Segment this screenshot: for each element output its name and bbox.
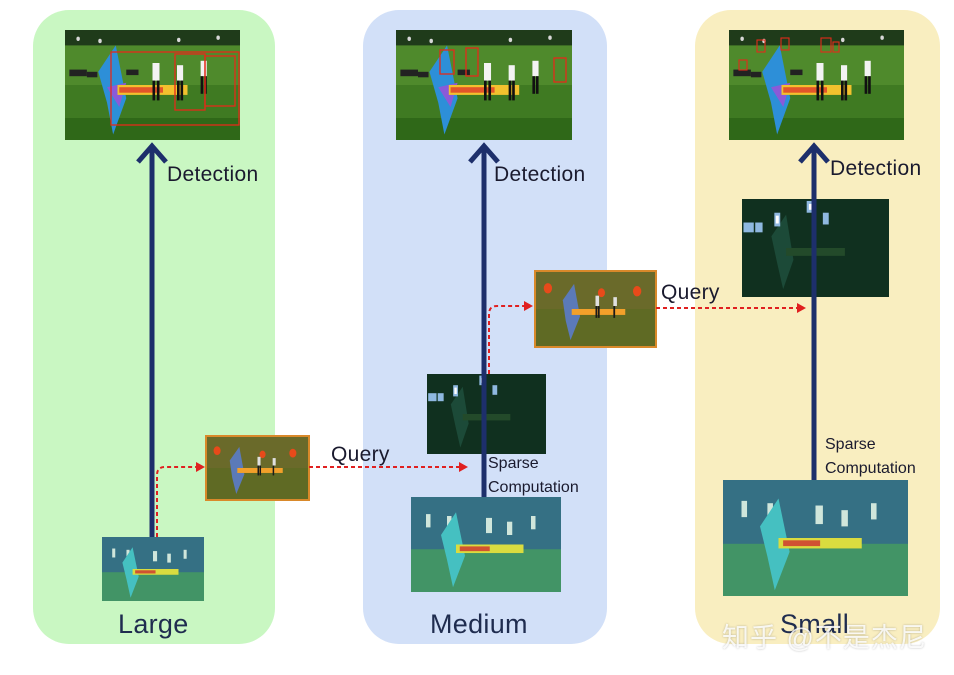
dashed-arrow-icon [156,462,205,537]
sparse-line-1: Sparse [825,436,876,453]
sparse-line-2: Computation [488,479,579,496]
up-arrow-icon [468,142,500,497]
large-scale-label: Large [118,609,189,639]
query-label-medium-to-small: Query [661,281,720,304]
sparse-line-2: Computation [825,460,916,477]
medium-scale-label: Medium [430,609,528,639]
medium-detection-label: Detection [494,163,586,186]
small-sparse-computation-label: Sparse Computation [825,433,916,481]
up-arrow-icon [136,142,168,537]
sparse-line-1: Sparse [488,455,539,472]
large-detection-result-image [65,30,240,140]
medium-detection-result-image [396,30,572,140]
dashed-arrow-icon [488,301,533,374]
small-detection-result-image [729,30,904,140]
up-arrow-icon [798,142,830,480]
small-detection-label: Detection [830,157,922,180]
medium-sparse-computation-label: Sparse Computation [488,452,579,500]
query-label-large-to-medium: Query [331,443,390,466]
small-scale-label: Small [780,609,850,639]
large-detection-label: Detection [167,163,259,186]
watermark: 知乎 @不是杰尼 [722,623,927,653]
